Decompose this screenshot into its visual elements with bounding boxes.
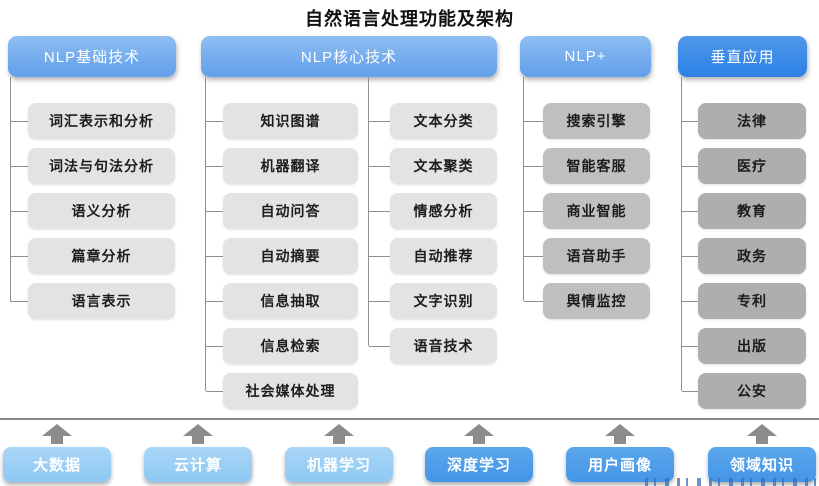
foundation-item: 云计算	[144, 424, 252, 482]
foundation-item: 用户画像	[566, 424, 674, 482]
tree-node: 文本分类	[369, 103, 497, 139]
foundation-item: 领域知识	[708, 424, 816, 482]
tree-node: 公安	[682, 373, 806, 409]
tree-node: 机器翻译	[206, 148, 358, 184]
up-arrow-icon	[42, 424, 72, 444]
tree-node: 专利	[682, 283, 806, 319]
column-nlp-core-left: 知识图谱 机器翻译 自动问答 自动摘要 信息抽取 信息检索 社会媒体处理	[206, 103, 358, 409]
tree-node: 政务	[682, 238, 806, 274]
header-nlp-core-tech: NLP核心技术	[201, 36, 497, 77]
up-arrow-icon	[747, 424, 777, 444]
tree-node: 医疗	[682, 148, 806, 184]
tree-node: 舆情监控	[524, 283, 650, 319]
tree-node: 搜索引擎	[524, 103, 650, 139]
foundation-item: 机器学习	[285, 424, 393, 482]
tree-node: 篇章分析	[10, 238, 175, 274]
connector-line	[10, 77, 11, 301]
up-arrow-icon	[605, 424, 635, 444]
foundation-box: 机器学习	[285, 447, 393, 482]
foundation-box: 云计算	[144, 447, 252, 482]
up-arrow-icon	[324, 424, 354, 444]
tree-node: 出版	[682, 328, 806, 364]
foundation-box: 领域知识	[708, 447, 816, 482]
foundation-box: 用户画像	[566, 447, 674, 482]
up-arrow-icon	[464, 424, 494, 444]
diagram-title: 自然语言处理功能及架构	[305, 9, 514, 29]
tree-node: 情感分析	[369, 193, 497, 229]
connector-line	[523, 77, 524, 301]
column-vertical-apps: 法律 医疗 教育 政务 专利 出版 公安	[682, 103, 806, 409]
tree-node: 社会媒体处理	[206, 373, 358, 409]
header-nlp-plus: NLP+	[520, 36, 651, 77]
foundation-item: 深度学习	[425, 424, 533, 482]
tree-node: 语音技术	[369, 328, 497, 364]
header-nlp-basic-tech: NLP基础技术	[8, 36, 176, 77]
connector-line	[681, 77, 682, 391]
tree-node: 语音助手	[524, 238, 650, 274]
connector-line	[368, 77, 369, 346]
foundation-item: 大数据	[3, 424, 111, 482]
tree-node: 语义分析	[10, 193, 175, 229]
column-nlp-basic-tech: 词汇表示和分析 词法与句法分析 语义分析 篇章分析 语言表示	[10, 103, 175, 319]
foundation-box: 深度学习	[425, 447, 533, 482]
tree-node: 词法与句法分析	[10, 148, 175, 184]
header-vertical-apps: 垂直应用	[678, 36, 807, 77]
watermark-fragment	[645, 478, 819, 486]
tree-node: 教育	[682, 193, 806, 229]
tree-node: 信息抽取	[206, 283, 358, 319]
tree-node: 文本聚类	[369, 148, 497, 184]
tree-node: 智能客服	[524, 148, 650, 184]
tree-node: 自动问答	[206, 193, 358, 229]
separator-line	[0, 418, 819, 420]
tree-node: 自动推荐	[369, 238, 497, 274]
tree-node: 知识图谱	[206, 103, 358, 139]
tree-node: 自动摘要	[206, 238, 358, 274]
column-nlp-core-right: 文本分类 文本聚类 情感分析 自动推荐 文字识别 语音技术	[369, 103, 497, 364]
foundation-box: 大数据	[3, 447, 111, 482]
tree-node: 语言表示	[10, 283, 175, 319]
tree-node: 词汇表示和分析	[10, 103, 175, 139]
connector-line	[205, 77, 206, 391]
tree-node: 信息检索	[206, 328, 358, 364]
tree-node: 文字识别	[369, 283, 497, 319]
up-arrow-icon	[183, 424, 213, 444]
tree-node: 商业智能	[524, 193, 650, 229]
column-nlp-plus: 搜索引擎 智能客服 商业智能 语音助手 舆情监控	[524, 103, 650, 319]
tree-node: 法律	[682, 103, 806, 139]
